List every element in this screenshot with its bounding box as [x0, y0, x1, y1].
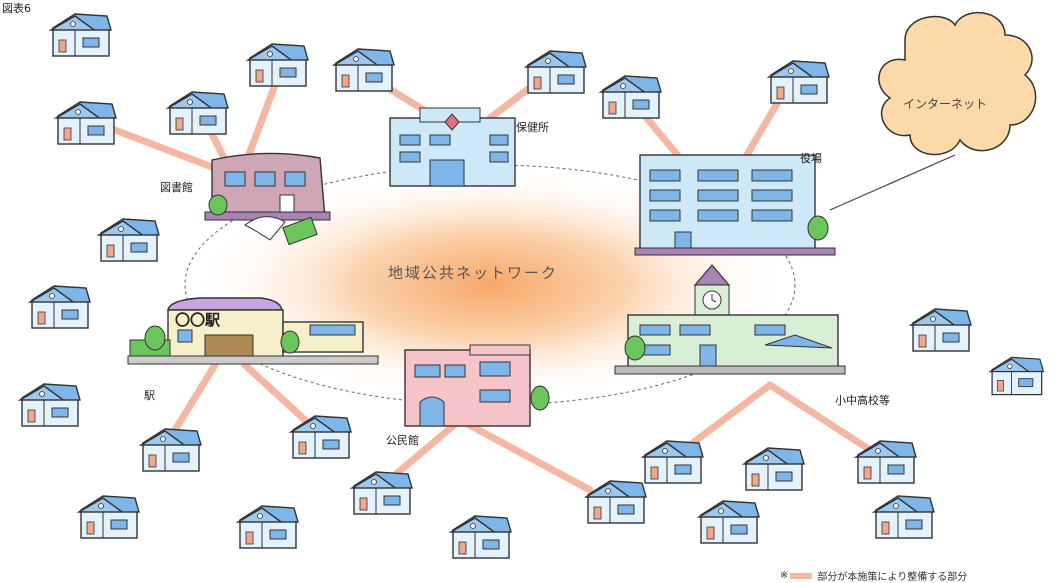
link-school-house-2: [766, 381, 874, 454]
house-icon: [98, 218, 160, 262]
legend-mark: ※: [780, 570, 789, 581]
house-icon: [19, 383, 81, 427]
station-building: [127, 297, 379, 365]
network-label: 地域公共ネットワーク: [388, 264, 559, 282]
house-icon: [989, 356, 1045, 396]
house-icon: [642, 440, 704, 484]
health-center-building: [389, 107, 516, 187]
house-icon: [167, 91, 229, 135]
station-sign: 〇〇駅: [175, 311, 221, 329]
schools-label: 小中高校等: [835, 394, 890, 407]
internet-link: [829, 154, 956, 211]
health-center-label: 保健所: [516, 121, 549, 134]
school-building: [614, 264, 846, 375]
link-station-house-2: [241, 361, 309, 424]
link-station-house-1: [171, 361, 219, 434]
house-icon: [333, 48, 395, 92]
legend: ※ 部分が本施策により整備する部分: [780, 568, 967, 583]
legend-swatch: [790, 572, 813, 579]
house-icon: [450, 515, 512, 559]
link-library-house-3: [111, 126, 224, 174]
house-icon: [910, 308, 972, 352]
house-icon: [351, 471, 413, 515]
community-hall-label: 公民館: [386, 434, 419, 447]
library-building: [204, 152, 331, 246]
house-icon: [525, 50, 587, 94]
link-community-house-2: [456, 416, 594, 494]
link-library-house-1: [241, 81, 279, 169]
house-icon: [247, 43, 309, 87]
link-community-house-1: [391, 416, 464, 479]
house-icon: [873, 495, 935, 539]
house-icon: [585, 480, 647, 524]
house-icon: [237, 505, 299, 549]
house-icon: [600, 75, 662, 119]
city-office-building: [634, 154, 836, 256]
city-office-label: 役場: [800, 152, 822, 165]
internet-cloud: [878, 11, 1037, 156]
internet-label: インターネット: [903, 97, 988, 111]
house-icon: [140, 428, 202, 472]
house-icon: [29, 285, 91, 329]
house-icon: [50, 13, 112, 57]
house-icon: [55, 101, 117, 145]
house-icon: [78, 495, 140, 539]
community-hall-building: [404, 344, 550, 427]
station-label: 駅: [144, 389, 155, 402]
house-icon: [768, 60, 830, 104]
house-icon: [290, 415, 352, 459]
house-icon: [698, 500, 760, 544]
link-school-house-1: [686, 381, 774, 449]
library-label: 図書館: [160, 181, 193, 194]
legend-text: 部分が本施策により整備する部分: [817, 572, 968, 583]
figure-label: 図表6: [2, 2, 31, 15]
house-icon: [743, 447, 805, 491]
